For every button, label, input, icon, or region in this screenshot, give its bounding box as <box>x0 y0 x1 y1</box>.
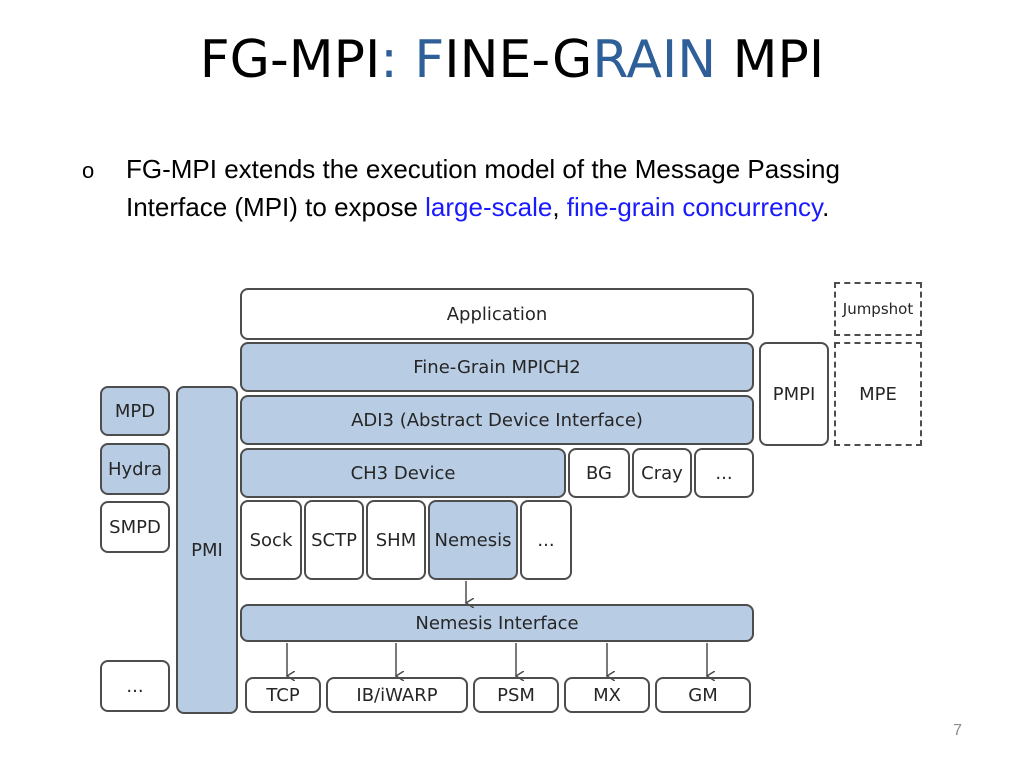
hydra-box: Hydra <box>100 443 170 495</box>
jumpshot-box: Jumpshot <box>834 282 922 336</box>
title-part-ine-g: INE-G <box>444 30 593 90</box>
bullet-text: FG-MPI extends the execution model of th… <box>126 150 932 226</box>
pmi-box: PMI <box>176 386 238 714</box>
sock-box: Sock <box>240 500 302 580</box>
mpd-box: MPD <box>100 386 170 436</box>
title-part-colon: : F <box>380 30 445 90</box>
title-part-mpi: MPI <box>716 30 825 90</box>
cray-box: Cray <box>632 448 692 498</box>
title-part-rain: RAIN <box>592 30 717 90</box>
highlight-large-scale: large-scale <box>425 192 553 222</box>
bullet-marker: o <box>82 158 95 183</box>
bullet-text-main: FG-MPI extends the execution model of th… <box>126 154 840 222</box>
pm-more-box: ... <box>100 660 170 712</box>
bg-box: BG <box>568 448 630 498</box>
application-box: Application <box>240 288 754 340</box>
nemesis-interface-box: Nemesis Interface <box>240 604 754 642</box>
page-number: 7 <box>953 722 962 739</box>
ch3-device-box: CH3 Device <box>240 448 566 498</box>
tcp-box: TCP <box>245 677 321 713</box>
smpd-box: SMPD <box>100 501 170 553</box>
mpe-box: MPE <box>834 342 922 446</box>
bullet-end: . <box>822 192 830 222</box>
ib-iwarp-box: IB/iWARP <box>326 677 468 713</box>
highlight-fine-grain: fine-grain concurrency <box>566 192 823 222</box>
gm-box: GM <box>655 677 751 713</box>
shm-box: SHM <box>366 500 426 580</box>
fine-grain-mpich2-box: Fine-Grain MPICH2 <box>240 342 754 392</box>
adi3-box: ADI3 (Abstract Device Interface) <box>240 395 754 445</box>
title-part-fg-mpi: FG-MPI <box>199 30 381 90</box>
bullet-separator: , <box>552 192 567 222</box>
nemesis-box: Nemesis <box>428 500 518 580</box>
channel-more-box: ... <box>520 500 572 580</box>
device-more-box: ... <box>694 448 754 498</box>
sctp-box: SCTP <box>304 500 364 580</box>
pmpi-box: PMPI <box>759 342 829 446</box>
slide-title: FG-MPI: FINE-GRAIN MPI <box>0 28 1024 92</box>
